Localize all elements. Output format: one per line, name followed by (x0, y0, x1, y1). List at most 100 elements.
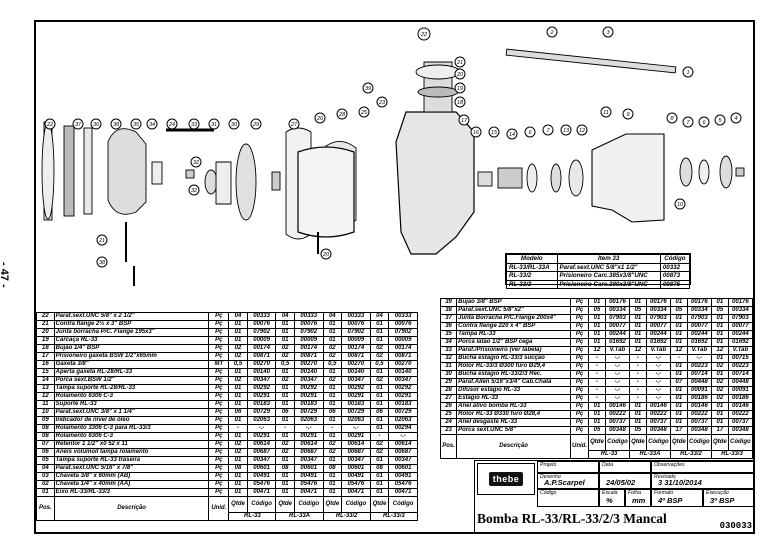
value-cell: 00292 (246, 384, 277, 393)
callout-1: 1 (682, 66, 694, 78)
callout-30: 30 (228, 118, 240, 130)
callout-35: 35 (130, 118, 142, 130)
value-cell: 01 (588, 314, 606, 323)
value-cell: 01 (710, 298, 729, 307)
model-cell: 00873 (659, 271, 691, 281)
formato-label: Formato (654, 490, 674, 496)
callout-27: 27 (288, 118, 300, 130)
value-cell: Pç (208, 400, 230, 409)
pos-cell: 20 (36, 328, 55, 337)
value-cell: 02 (710, 394, 729, 403)
callout-31: 31 (208, 118, 220, 130)
code-header: Código (727, 434, 754, 451)
pos-cell: 14 (36, 376, 55, 385)
callout-label: 13 (563, 128, 570, 134)
value-cell: 00009 (246, 336, 277, 345)
folha-value: mm (632, 496, 646, 505)
value-cell: 07903 (604, 314, 631, 323)
callout-label: 30 (231, 122, 238, 128)
value-cell: 12 (710, 346, 729, 355)
callout-20b: 20 (320, 248, 332, 260)
callout-21: 21 (96, 234, 108, 246)
value-cell: 05 (588, 426, 606, 435)
hub-part (271, 171, 281, 191)
pos-cell: 18 (36, 344, 55, 353)
value-cell: Pç (208, 472, 230, 481)
rotor-part (235, 143, 257, 221)
value-cell: - (669, 354, 688, 363)
model-cell: Paraf.sext.UNC 5/8"x1 1/2" (556, 262, 661, 273)
value-cell: 00077 (727, 322, 754, 331)
callout-38b: 38 (96, 256, 108, 268)
value-cell: -.- (604, 386, 631, 395)
page-number: - 47 - (0, 262, 10, 288)
value-cell: - (629, 386, 647, 395)
value-cell: 01 (369, 400, 390, 409)
value-cell: 00491 (293, 472, 324, 481)
code-header: Código (293, 496, 324, 513)
value-cell: 00348 (604, 426, 631, 435)
value-cell: Pç (569, 386, 590, 395)
value-cell: 01 (669, 410, 688, 419)
value-cell: 02063 (246, 416, 277, 425)
value-cell: 01692 (686, 338, 712, 347)
value-cell: 00174 (246, 344, 277, 353)
value-cell: 01 (322, 416, 343, 425)
description-cell: Eixo RL-33/RL-33/3 (53, 488, 210, 497)
value-cell: 01 (228, 488, 248, 497)
model-table: Modelo Item 33 Código RL-33/RL-33A Paraf… (505, 253, 691, 290)
value-cell: 01 (710, 330, 729, 339)
value-cell: 01692 (727, 338, 754, 347)
callout-label: 14 (509, 132, 515, 138)
value-cell: 00270 (341, 360, 371, 369)
value-cell: 00333 (246, 312, 277, 321)
value-cell: Pç (208, 432, 230, 441)
value-cell: 00146 (645, 402, 671, 411)
value-cell: 00687 (246, 448, 277, 457)
callout-label: 32 (193, 160, 199, 166)
value-cell: 00871 (341, 352, 371, 361)
value-cell: 01 (228, 328, 248, 337)
value-cell: 00737 (727, 418, 754, 427)
pos-cell: 10 (36, 408, 55, 417)
value-cell: 00448 (727, 378, 754, 387)
stage-drum-part (297, 146, 355, 238)
value-cell: 00291 (388, 392, 418, 401)
value-cell: 01 (322, 392, 343, 401)
exploded-view-drawing: 22 37 36 38 35 34 24 33 31 30 29 27 26 2… (41, 26, 745, 286)
value-cell: Pç (208, 384, 230, 393)
description-cell: Porca sext.UNC 5/8" (456, 426, 571, 435)
value-cell: 01 (710, 322, 729, 331)
value-cell: 00471 (341, 488, 371, 497)
callout-23: 23 (376, 96, 388, 108)
callout-label: 28 (338, 112, 346, 118)
description-cell: Suporte RL-33 (53, 400, 210, 409)
value-cell: 06 (275, 408, 295, 417)
description-cell: Junta borracha P/C. Flange 195x3" (53, 328, 210, 337)
value-cell: 00009 (341, 336, 371, 345)
value-cell: 01 (669, 338, 688, 347)
value-cell: 01 (275, 480, 295, 489)
value-cell: 02 (322, 352, 343, 361)
value-cell: 01 (228, 456, 248, 465)
pos-cell: 31 (439, 362, 458, 371)
value-cell: - (588, 394, 606, 403)
model-header-item: Item 33 (556, 254, 661, 264)
value-cell: Pç (569, 402, 590, 411)
value-cell: 08 (369, 464, 390, 473)
callout-label: 10 (677, 202, 684, 208)
callout-11: 11 (600, 106, 612, 118)
codigo-cell: Código (537, 489, 599, 507)
value-cell: 00871 (388, 352, 418, 361)
ring-part (204, 169, 218, 195)
callout-7: 7 (542, 124, 554, 136)
callout-label: 31 (211, 122, 217, 128)
value-cell: 01 (228, 472, 248, 481)
value-cell: - (588, 370, 606, 379)
